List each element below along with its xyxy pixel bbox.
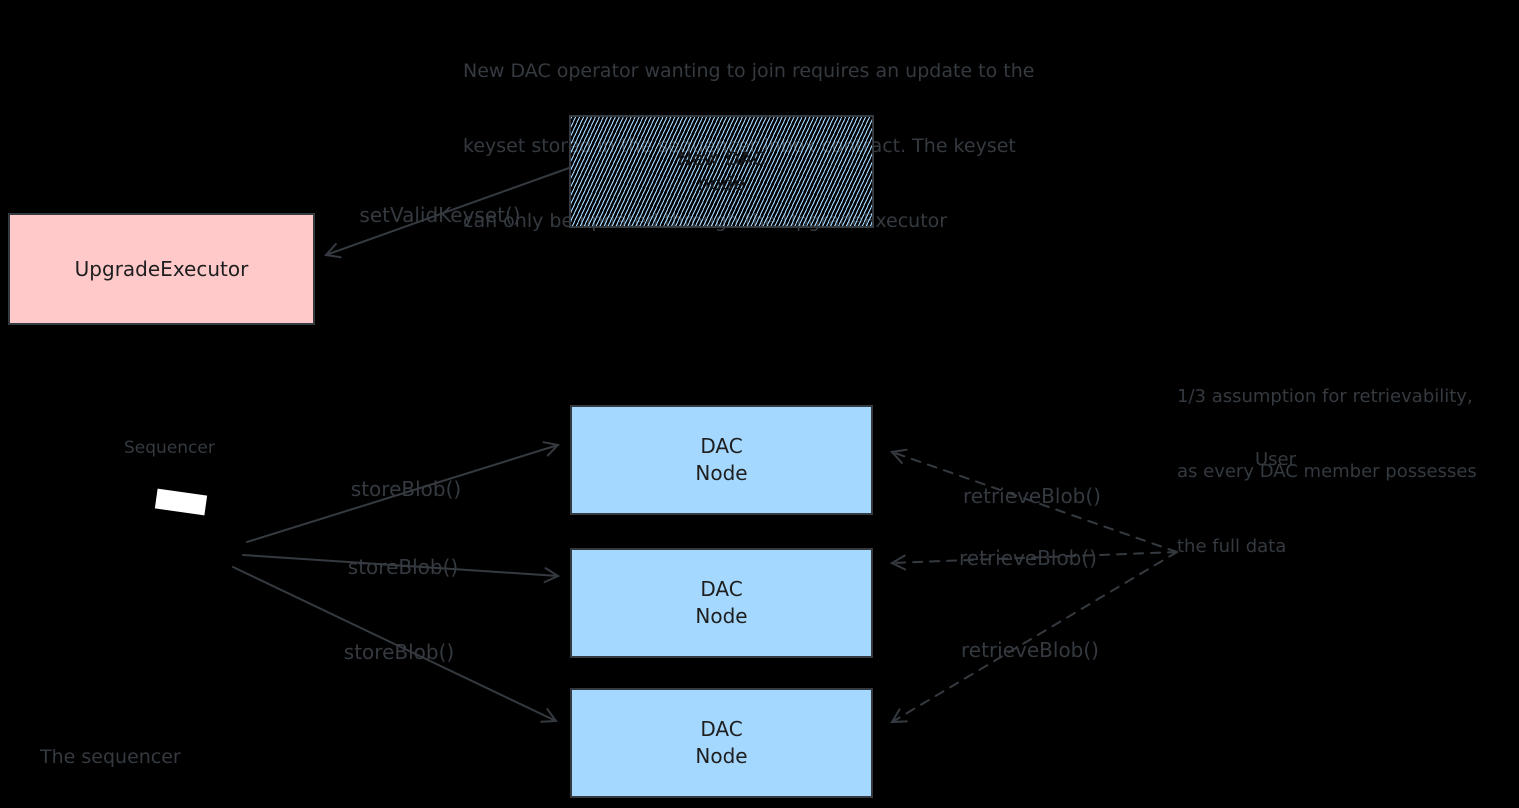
dac-node-label-2: DAC Node [695, 577, 748, 628]
arrow-retrieve-blob-3 [892, 551, 1178, 722]
set-valid-keyset-label: setValidKeyset() [359, 203, 521, 227]
assumption-note-line-1: 1/3 assumption for retrievability, [1177, 386, 1473, 407]
dac-node-box-2: DAC Node [570, 548, 873, 658]
retrieve-blob-label-1: retrieveBlob() [963, 484, 1101, 508]
upgrade-executor-label: UpgradeExecutor [74, 256, 249, 281]
retrieve-blob-label-3: retrieveBlob() [961, 638, 1099, 662]
dac-node-box-3: DAC Node [570, 688, 873, 798]
new-dac-node-box: New DAC node [569, 115, 874, 228]
retrieve-blob-label-2: retrieveBlob() [959, 546, 1097, 570]
sequencer-label: Sequencer [124, 438, 215, 458]
upgrade-executor-box: UpgradeExecutor [8, 213, 315, 325]
store-blob-label-2: storeBlob() [347, 555, 459, 579]
dac-node-label-1: DAC Node [695, 434, 748, 485]
assumption-note-line-3: the full data [1177, 536, 1287, 557]
store-blob-label-1: storeBlob() [350, 477, 462, 501]
assumption-note: 1/3 assumption for retrievability, as ev… [1177, 334, 1477, 609]
assumption-note-line-2: as every DAC member possesses [1177, 461, 1477, 482]
new-dac-node-label: New DAC node [677, 147, 766, 195]
user-label: User [1255, 449, 1297, 470]
bottom-note: The sequencer sends full data to all mem… [40, 700, 259, 808]
bottom-note-line-1: The sequencer [40, 746, 181, 768]
dac-node-label-3: DAC Node [695, 717, 748, 768]
dac-node-box-1: DAC Node [570, 405, 873, 515]
sequencer-chip [154, 488, 208, 516]
top-note-line-1: New DAC operator wanting to join require… [463, 60, 1035, 82]
store-blob-label-3: storeBlob() [343, 640, 455, 664]
